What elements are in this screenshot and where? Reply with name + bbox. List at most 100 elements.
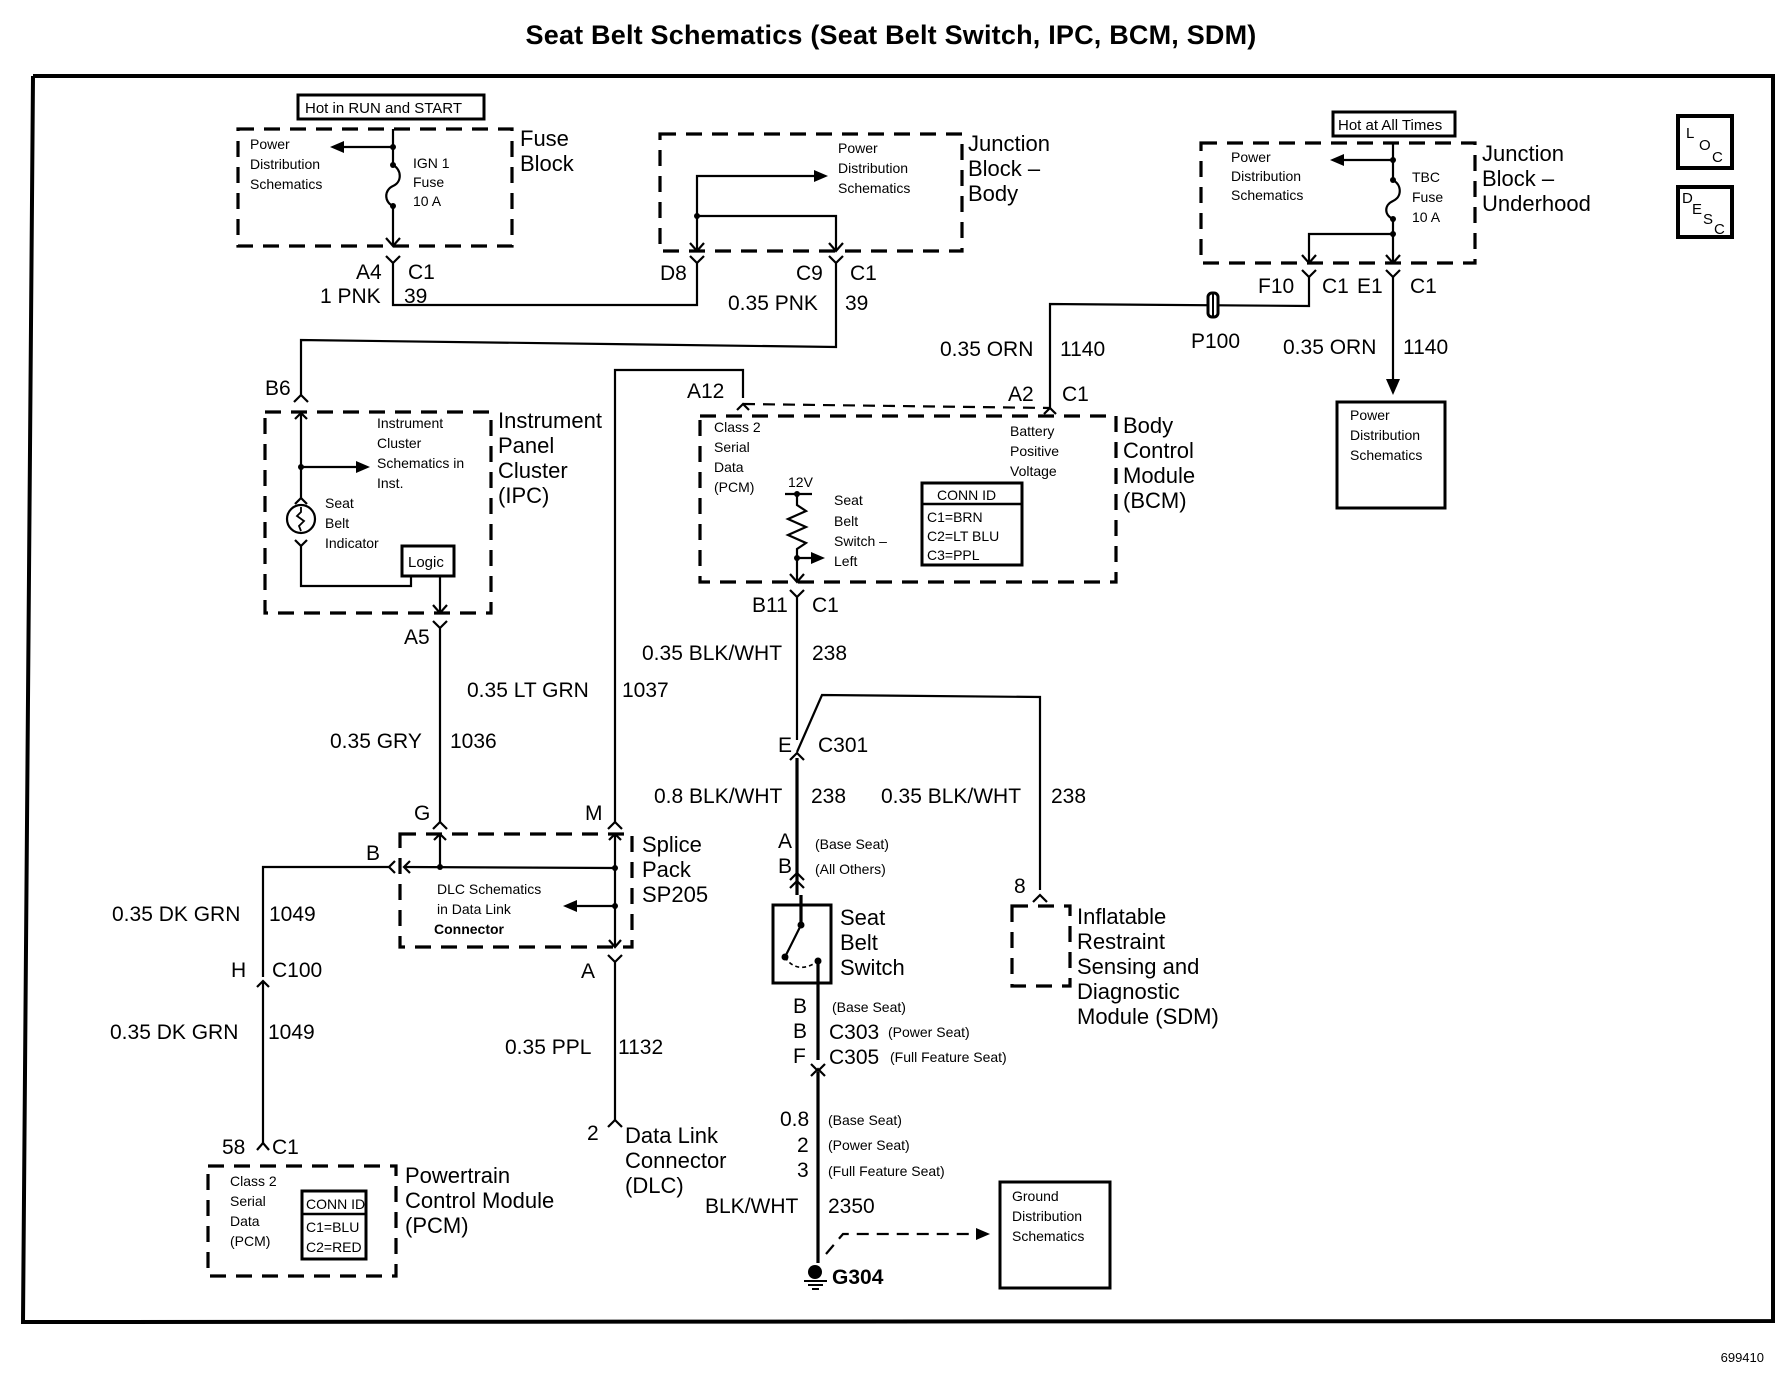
class2-text: (PCM) [230,1233,270,1249]
battery-text: Positive [1010,443,1059,459]
arrow-icon [1386,379,1400,395]
conn-id-row: C1=BLU [306,1219,359,1235]
connector-label: C305 [829,1046,879,1069]
module-name: Block – [1482,166,1555,191]
battery-text: Battery [1010,423,1054,439]
body-control-module: Body Control Module (BCM) Class 2 Serial… [698,413,1195,584]
battery-text: Voltage [1010,463,1057,479]
circuit-number: 238 [812,642,847,665]
power-distribution-box[interactable]: Power Distribution Schematics [1335,400,1447,510]
pin-label: B [778,855,792,878]
module-name: Block [520,151,575,176]
fuse-text: IGN 1 [413,155,450,171]
pin-label: A4 [356,261,382,284]
pd-text: Distribution [250,156,320,172]
voltage-label: 12V [788,474,814,490]
module-name: Fuse [520,126,569,151]
circuit-number: 39 [404,285,427,308]
indicator-text: Indicator [325,535,379,551]
loc-icon[interactable]: L O C [1676,114,1734,170]
p100-passthrough-icon [1206,291,1220,319]
module-name: (IPC) [498,483,549,508]
pin-label: B [793,995,807,1018]
circuit-number: 1037 [622,679,669,702]
circuit-number: 1140 [1403,336,1448,359]
desc-letter: E [1692,201,1702,218]
switch-name: Belt [840,930,878,955]
pd-text: Power [1231,149,1271,165]
variant-note: (All Others) [815,861,886,877]
hot-label: Hot at All Times [1338,117,1442,134]
switch-name: Seat [840,905,885,930]
figure-id: 699410 [1720,1350,1764,1365]
pin-label: G [414,802,430,825]
variant-note: (Full Feature Seat) [828,1163,945,1179]
conn-id-row: C2=RED [306,1239,362,1255]
wire-color: 0.35 PNK [728,292,818,315]
indicator-text: Seat [325,495,354,511]
module-name: Control Module [405,1188,554,1213]
bcm-conn-id-table: CONN ID C1=BRN C2=LT BLU C3=PPL [920,481,1024,567]
desc-icon[interactable]: D E S C [1676,185,1734,239]
pin-label: A [778,830,792,853]
class2-text: Serial [714,439,750,455]
desc-letter: D [1682,190,1693,207]
module-name: Body [968,181,1018,206]
variant-note: (Power Seat) [888,1024,970,1040]
pd-text: Distribution [838,160,908,176]
gauge-size: 0.8 [780,1108,809,1131]
junction-block-underhood: Hot at All Times Junction Block – Underh… [1199,110,1591,265]
pin-label: A12 [687,380,724,403]
ground-distribution-box[interactable]: Ground Distribution Schematics [998,1180,1112,1290]
splice-inner-text: in Data Link [437,901,512,917]
connector-label: C1 [1410,275,1437,298]
conn-id-row: C3=PPL [927,547,980,563]
circuit-number: 2350 [828,1195,875,1218]
frame-border [20,74,1775,1325]
wire-color: 0.35 LT GRN [467,679,589,702]
pin-label: 8 [1014,875,1026,898]
module-name: Module (SDM) [1077,1004,1219,1029]
module-name: Junction [1482,141,1564,166]
gd-text: Ground [1012,1188,1059,1204]
pin-label: D8 [660,262,687,285]
connector-label: C1 [272,1136,299,1159]
arrow-icon [356,461,370,473]
ipc-inner-text: Inst. [377,475,403,491]
powertrain-control-module: Powertrain Control Module (PCM) Class 2 … [206,1163,554,1278]
logic-box [400,544,456,578]
pd-text: Schematics [1231,187,1303,203]
arrow-icon [814,170,828,182]
pd-text: Schematics [838,180,910,196]
p100-label: P100 [1191,330,1240,353]
switch-text: Left [834,553,857,569]
class2-text: (PCM) [714,479,754,495]
pin-label: F10 [1258,275,1294,298]
wire-color: 0.35 PPL [505,1036,591,1059]
connector-label: C301 [818,734,868,757]
pin-label: A [581,960,595,983]
module-name: Control [1123,438,1194,463]
wire-color: 0.8 BLK/WHT [654,785,783,808]
module-name: Data Link [625,1123,719,1148]
circuit-number: 1132 [618,1036,663,1059]
wire-color: 0.35 BLK/WHT [642,642,782,665]
splice-inner-text: DLC Schematics [437,881,541,897]
variant-note: (Base Seat) [828,1112,902,1128]
fuse-block: Hot in RUN and START Fuse Block Power Di… [236,93,575,248]
desc-letter: S [1703,211,1713,228]
circuit-number: 1049 [268,1021,315,1044]
instrument-panel-cluster: B6 Instrument Panel Cluster (IPC) Instru… [263,377,602,615]
pin-label: H [231,959,246,982]
module-name: Inflatable [1077,904,1166,929]
connector-label: C303 [829,1021,879,1044]
wire-color: 1 PNK [320,285,381,308]
module-name: SP205 [642,882,708,907]
wire-color: 0.35 GRY [330,730,422,753]
class2-text: Data [230,1213,260,1229]
circuit-number: 238 [1051,785,1086,808]
splice-pack-sp205: Splice Pack SP205 DLC Schematics in Data… [398,832,708,949]
switch-name: Switch [840,955,905,980]
pin-label: M [585,802,603,825]
